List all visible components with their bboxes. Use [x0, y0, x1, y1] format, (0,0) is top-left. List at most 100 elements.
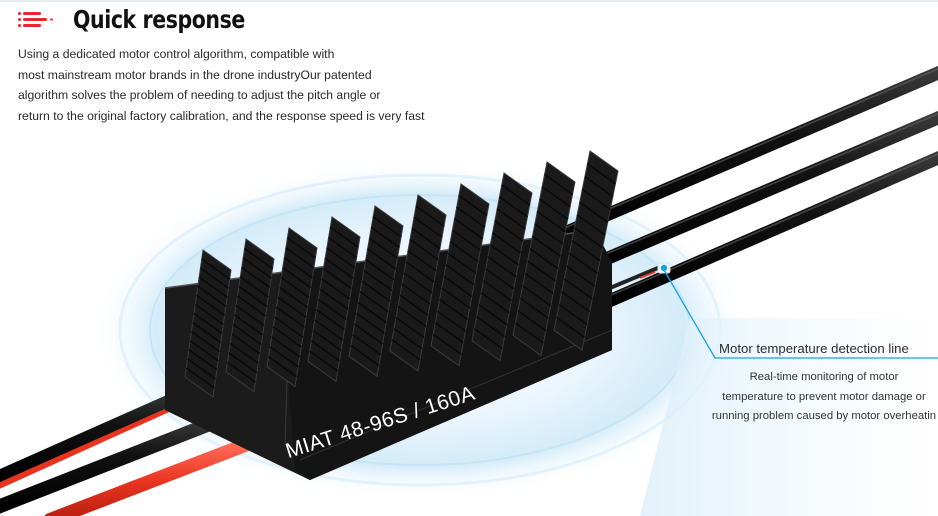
fin-groove: [441, 287, 471, 309]
fin-groove: [236, 295, 266, 317]
fin-groove: [226, 361, 256, 383]
fin-groove: [317, 298, 347, 321]
fin-groove: [359, 291, 389, 313]
fin-groove: [322, 267, 352, 290]
fin-groove: [522, 285, 552, 307]
fin-groove: [401, 283, 431, 305]
fin-groove: [274, 316, 304, 338]
fin-groove: [185, 367, 215, 389]
fin-groove: [411, 227, 441, 250]
fin-groove: [473, 327, 503, 350]
fin-groove: [352, 334, 382, 356]
fin-groove: [524, 272, 554, 295]
fin-groove: [188, 349, 218, 371]
fin-groove: [403, 272, 433, 294]
fin-groove: [415, 205, 445, 227]
fin-groove: [316, 309, 346, 331]
fin-groove: [571, 239, 601, 262]
fin-groove: [242, 257, 272, 279]
fin-groove: [285, 247, 315, 269]
fin-groove: [405, 261, 435, 283]
section-header: Quick response: [17, 2, 283, 36]
fin-groove: [432, 333, 462, 355]
fin-groove: [494, 220, 524, 242]
fin-groove: [445, 264, 475, 286]
fin-groove: [361, 280, 391, 302]
fin-groove: [326, 247, 356, 269]
fin-groove: [501, 184, 531, 206]
fin-groove: [357, 301, 387, 324]
fin-groove: [544, 173, 574, 196]
fin-groove: [451, 229, 481, 251]
fin-groove: [527, 260, 557, 282]
fin-groove: [391, 339, 421, 361]
fin-groove: [228, 352, 258, 374]
fin-groove: [434, 322, 464, 344]
fin-groove: [439, 298, 469, 321]
fin-groove: [409, 238, 439, 261]
description-line: algorithm solves the problem of needing …: [18, 88, 381, 102]
fin-groove: [350, 344, 380, 367]
fin-groove: [413, 216, 443, 238]
fin-groove: [229, 342, 259, 364]
fin-groove: [269, 346, 299, 368]
fin-groove: [235, 304, 265, 327]
fin-groove: [309, 350, 339, 372]
fin-groove: [283, 257, 313, 279]
fin-groove: [541, 186, 571, 208]
fin-groove: [399, 294, 429, 316]
input-cables: [0, 383, 252, 516]
fin-groove: [574, 227, 604, 249]
fin-groove: [395, 316, 425, 339]
fin-groove: [275, 306, 305, 328]
fin-groove: [485, 268, 515, 290]
callout-background: [640, 318, 938, 516]
description-line: Using a dedicated motor control algorith…: [18, 47, 335, 61]
section-description: Using a dedicated motor control algorith…: [18, 44, 488, 126]
fin-groove: [454, 218, 484, 240]
fin-groove: [568, 252, 598, 275]
fin-groove: [187, 358, 217, 380]
fin-groove: [519, 297, 549, 319]
fin-groove: [198, 276, 228, 298]
fin-groove: [534, 223, 564, 245]
fin-groove: [194, 303, 224, 326]
callout-line: temperature to prevent motor damage or: [722, 390, 926, 403]
fin-groove: [196, 294, 226, 317]
fin-groove: [458, 194, 488, 217]
fin-groove: [407, 250, 437, 272]
fin-groove: [199, 267, 229, 289]
fin-groove: [586, 163, 616, 185]
fin-groove: [201, 258, 231, 280]
fin-groove: [443, 275, 473, 298]
fin-groove: [231, 333, 261, 355]
fin-groove: [536, 210, 566, 233]
fin-groove: [363, 269, 393, 292]
fin-groove: [480, 292, 510, 314]
fin-groove: [241, 266, 271, 289]
fin-groove: [584, 175, 614, 198]
fin-groove: [492, 232, 522, 254]
fin-groove: [498, 196, 528, 218]
output-cables: [553, 65, 938, 312]
fin-groove: [449, 241, 479, 263]
fin-groove: [268, 356, 298, 378]
callout-title: Motor temperature detection line: [719, 341, 909, 356]
fin-groove: [197, 285, 227, 307]
fin-groove: [496, 208, 526, 230]
fin-groove: [436, 310, 466, 332]
fin-groove: [367, 248, 397, 270]
fin-groove: [456, 206, 486, 228]
fin-groove: [319, 288, 349, 310]
fin-groove: [272, 326, 302, 348]
fin-groove: [579, 201, 609, 223]
fin-groove: [282, 266, 312, 289]
fin-groove: [365, 258, 395, 281]
fin-groove: [328, 236, 358, 259]
fin-groove: [476, 316, 506, 338]
callout-description: Real-time monitoring of motor temperatur…: [700, 368, 938, 427]
fin-groove: [277, 296, 307, 318]
description-line: most mainstream motor brands in the dron…: [18, 67, 372, 82]
fin-groove: [393, 328, 423, 350]
